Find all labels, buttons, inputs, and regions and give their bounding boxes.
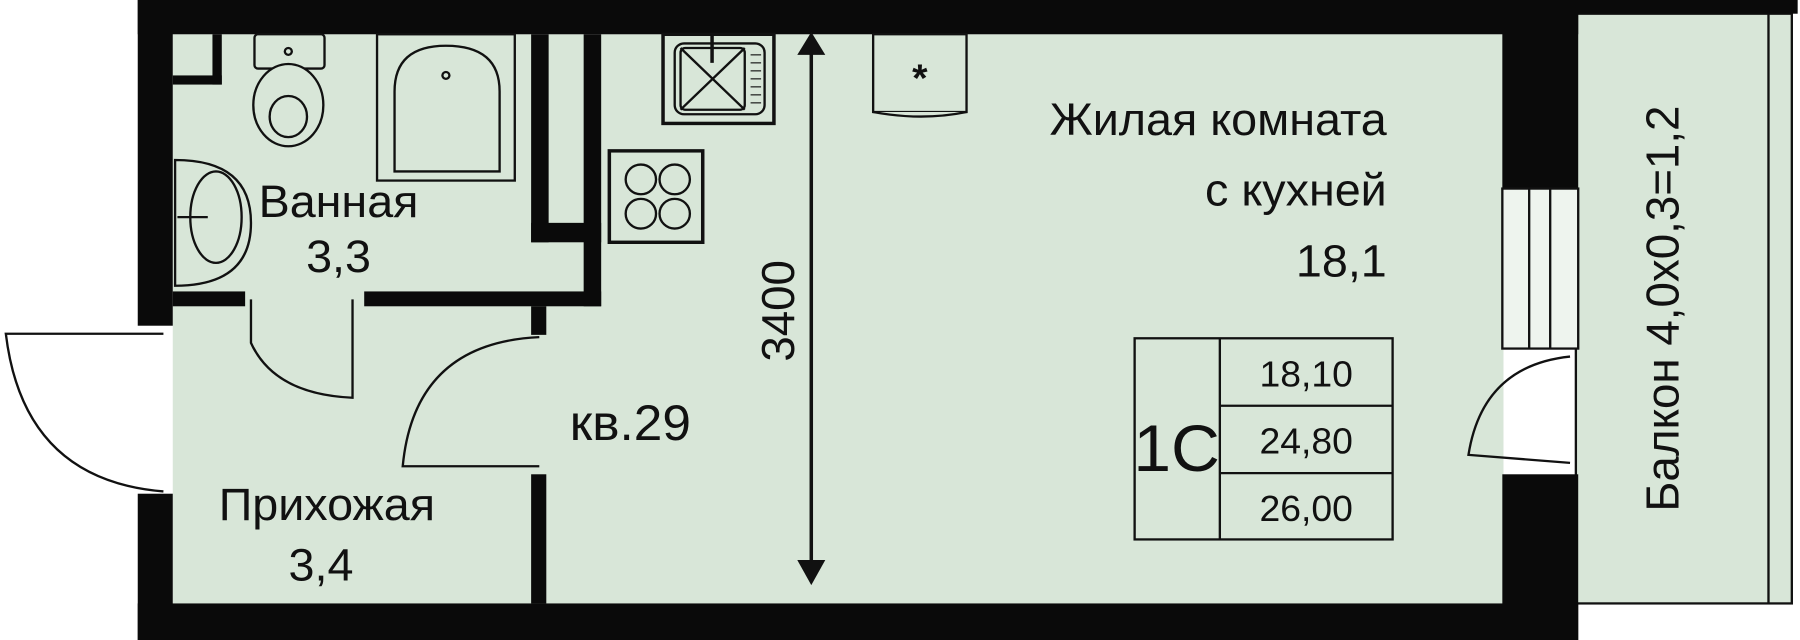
apartment-type: 1С <box>1133 411 1220 485</box>
balcony-door <box>1467 355 1571 464</box>
living-room-area: 18,1 <box>1296 235 1387 286</box>
walls <box>137 0 1579 640</box>
toilet-icon <box>252 33 326 148</box>
dimension-line: 3400 <box>751 32 826 586</box>
living-room-name-line2: с кухней <box>1205 164 1387 215</box>
living-room-name-line1: Жилая комната <box>1050 93 1387 144</box>
balcony <box>1574 0 1798 605</box>
bathroom-area: 3,3 <box>306 230 371 281</box>
washbasin-icon <box>173 158 253 287</box>
entrance-door <box>4 332 164 493</box>
bathtub-icon <box>375 33 516 182</box>
apartment-number: кв.29 <box>570 394 691 450</box>
bathroom-name: Ванная <box>259 176 419 227</box>
bathroom-fixtures <box>173 33 516 287</box>
total-area-value: 24,80 <box>1259 421 1352 462</box>
window <box>1501 187 1580 350</box>
hall-door <box>401 336 540 468</box>
total-with-balcony-value: 26,00 <box>1259 488 1352 529</box>
area-table: 1С 18,10 24,80 26,00 <box>1133 337 1394 541</box>
kitchen-fixtures: * <box>607 32 968 244</box>
living-area-value: 18,10 <box>1259 354 1352 395</box>
fridge-icon: * <box>871 33 968 118</box>
kitchen-sink-icon <box>661 32 776 126</box>
hallway-area: 3,4 <box>289 539 354 590</box>
dimension-label: 3400 <box>751 260 804 362</box>
hallway-name: Прихожая <box>219 478 435 529</box>
balcony-label: Балкон 4,0х0,3=1,2 <box>1636 106 1689 512</box>
svg-text:*: * <box>912 57 928 101</box>
bathroom-door <box>249 299 354 399</box>
doors <box>4 299 1571 493</box>
stove-icon <box>607 149 705 244</box>
